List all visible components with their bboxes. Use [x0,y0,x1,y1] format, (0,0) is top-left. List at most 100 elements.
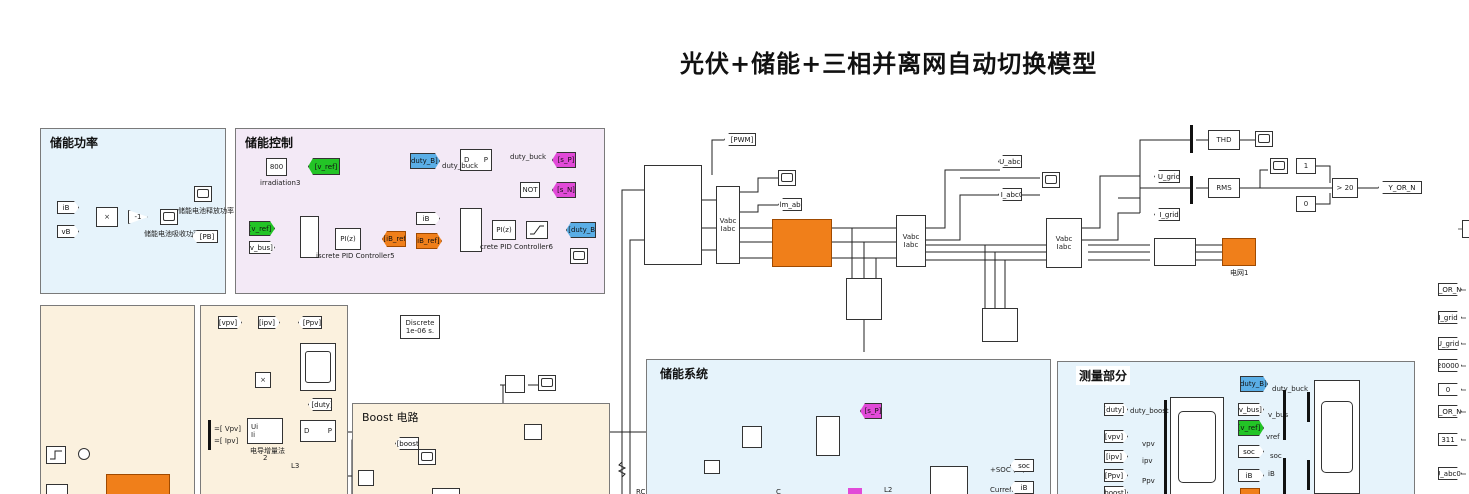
scope-boost[interactable] [418,449,436,465]
from-v-bus-m[interactable]: [v_bus] [1238,403,1264,416]
scope-thd[interactable] [1255,131,1273,147]
from-soc-m[interactable]: soc [1238,445,1264,458]
from-ipv-m[interactable]: [ipv] [1104,450,1128,463]
goto-duty-B[interactable]: [duty_B] [566,222,596,238]
from-Y-OR-N-2[interactable]: Y_OR_N [1438,405,1462,418]
goto-Y-OR-N[interactable]: Y_OR_N [1378,181,1422,194]
goto-s-P-sys[interactable]: [s_P] [860,403,882,419]
inverter-bridge[interactable] [644,165,702,265]
capacitor-bank[interactable] [846,278,882,320]
constant-1[interactable]: 1 [1296,158,1316,174]
boost-gain[interactable] [505,375,525,393]
scope-grid-1[interactable] [1042,172,1060,188]
from-Ppv-m[interactable]: [Ppv] [1104,469,1128,482]
from-duty-m[interactable]: [duty] [1104,403,1128,416]
from-vpv-m[interactable]: [vpv] [1104,430,1128,443]
grid-source[interactable] [1222,238,1256,266]
product-block-pv[interactable]: × [255,372,271,388]
switch-gt20[interactable]: > 20 [1332,178,1358,198]
step-block[interactable] [46,446,66,464]
boost-sum[interactable] [524,424,542,440]
goto-s-P[interactable]: [s_P] [552,152,576,168]
from-iB-ref[interactable]: [iB_ref] [416,233,442,249]
igbt-buck[interactable] [816,416,840,456]
from-0[interactable]: 0 [1438,383,1462,396]
goto-v-ref[interactable]: [v_ref] [308,158,340,175]
const-pv[interactable] [46,484,68,494]
from-I-grid[interactable]: I_grid [1438,311,1462,324]
thd-block[interactable]: THD [1208,130,1240,150]
scope-meas-2[interactable] [1314,380,1360,494]
not-block[interactable]: NOT [520,182,540,198]
from-v-ref[interactable]: [v_ref] [249,221,275,236]
pid-controller-5[interactable]: PI(z) [335,228,361,250]
storage-mult[interactable] [704,460,720,474]
rl-filter-block[interactable] [772,219,832,267]
sum-circle[interactable] [78,448,90,460]
goto-s-N[interactable]: [s_N] [552,182,576,198]
from-duty-B[interactable]: [duty_B] [410,153,440,169]
product-block[interactable]: × [96,207,118,227]
goto-s-N-sys[interactable] [848,488,862,494]
goto-duty[interactable]: [duty] [308,398,332,411]
boost-mult[interactable] [358,470,374,486]
boost-mosfet[interactable] [432,488,460,494]
goto-Ppv[interactable]: [Ppv] [298,316,322,329]
right-block-edge[interactable] [1462,220,1469,238]
sum-block-1[interactable] [300,216,319,258]
pid-controller-6[interactable]: PI(z) [492,220,516,240]
breaker-block[interactable] [1154,238,1196,266]
goto-PWM[interactable]: [PWM] [724,133,756,146]
from-U-grid[interactable]: U_grid [1438,337,1462,350]
from-v-ref-m[interactable]: [v_ref] [1238,420,1264,436]
sum-block-2[interactable] [460,208,482,252]
goto-I-abc0[interactable]: I_abc0 [998,188,1022,201]
from-311[interactable]: 311 [1438,433,1462,446]
goto-U-abc0[interactable]: U_abc0 [998,155,1022,168]
saturation-block[interactable] [526,221,548,239]
goto-U-grid[interactable]: U_grid [1154,170,1180,183]
scope-release[interactable] [160,209,178,225]
scope-absorb[interactable] [194,186,212,202]
from-ipv[interactable]: [ipv] [258,316,280,329]
from-v-bus[interactable]: [v_bus] [249,241,275,254]
from-20000[interactable]: 20000 [1438,359,1462,372]
subsystem-boost[interactable]: Boost 电路 [352,403,610,494]
from-vB[interactable]: vB [57,225,79,238]
from-Y-OR-N-1[interactable]: Y_OR_N [1438,283,1462,296]
from-duty-B-m[interactable]: [duty_B] [1240,376,1268,392]
goto-lm-abc[interactable]: lm_abc [778,198,802,211]
scope-rms[interactable] [1270,158,1288,174]
from-iB-m[interactable]: iB [1238,469,1264,482]
goto-soc[interactable]: soc [1010,459,1034,472]
goto-PB[interactable]: [PB] [192,230,218,243]
constant-0[interactable]: 0 [1296,196,1316,212]
goto-I-grid[interactable]: I_grid [1154,208,1180,221]
battery-block[interactable] [930,466,968,494]
pv-array[interactable] [106,474,170,494]
scope-duty[interactable] [570,248,588,264]
from-iB-2[interactable]: iB [416,212,440,225]
from-iB[interactable]: iB [57,201,79,214]
scope-inverter[interactable] [778,170,796,186]
from-vpv[interactable]: [vpv] [218,316,242,329]
scope-meas-1[interactable] [1170,397,1224,494]
goto-iB-sys[interactable]: iB [1010,481,1034,494]
storage-gain[interactable] [742,426,762,448]
goto-boost[interactable]: [boost] [395,437,419,450]
rms-block[interactable]: RMS [1208,178,1240,198]
load-block[interactable] [982,308,1018,342]
goto-iB-ref[interactable]: [iB_ref] [382,231,406,247]
scope-pv-large[interactable] [300,343,336,391]
constant-800[interactable]: 800 [266,158,287,176]
from-U-abc0[interactable]: U_abc0 [1438,467,1462,480]
subsystem-storage-control[interactable]: 储能控制 [235,128,605,294]
